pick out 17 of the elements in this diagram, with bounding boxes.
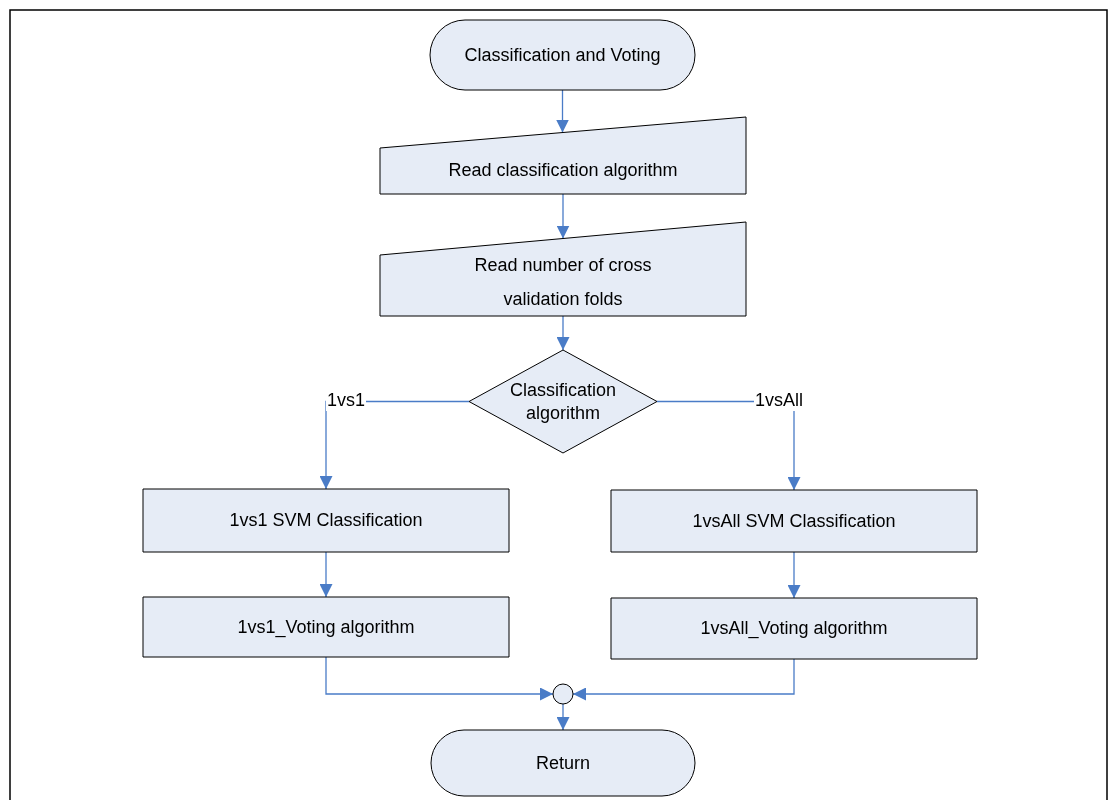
arrow	[556, 315, 570, 351]
node-label: Read classification algorithm	[448, 159, 678, 182]
arrow	[556, 703, 570, 731]
node-label: Classification algorithm	[508, 379, 617, 424]
node-label: 1vs1_Voting algorithm	[237, 615, 415, 639]
node-label: Classification and Voting	[464, 43, 661, 67]
arrow	[319, 551, 333, 598]
arrow	[787, 551, 801, 599]
arrow	[556, 89, 569, 134]
node-label: Return	[536, 751, 590, 775]
node-label: 1vsAll_Voting algorithm	[700, 617, 888, 640]
node-label: 1vsAll SVM Classification	[692, 509, 896, 533]
arrow	[572, 658, 795, 701]
node-label: 1vs1 SVM Classification	[229, 509, 423, 532]
arrow	[325, 656, 554, 701]
arrow	[556, 193, 570, 240]
node-label: Read number of cross validation folds	[473, 253, 653, 311]
